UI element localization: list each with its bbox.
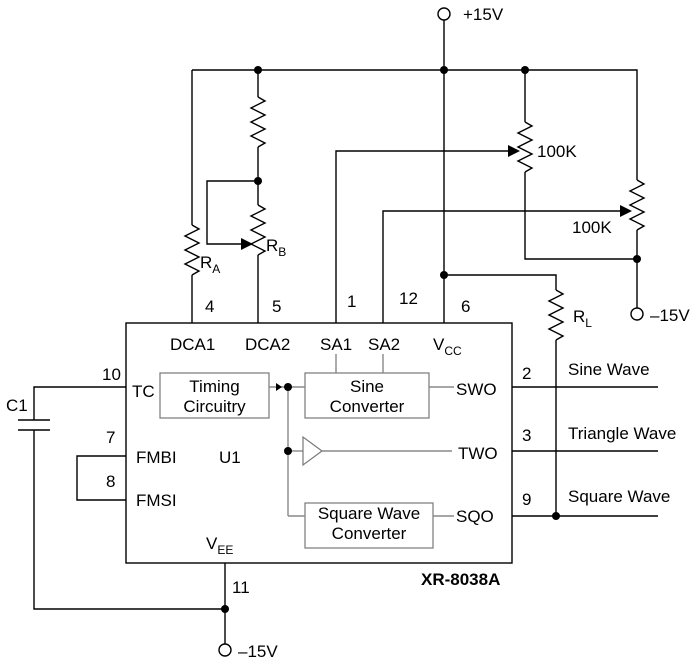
pin-dca2-name: DCA2 bbox=[245, 335, 290, 354]
pin-sa1-name: SA1 bbox=[320, 335, 352, 354]
negative-supply-terminal-bottom bbox=[218, 643, 232, 657]
pin-sa2-name: SA2 bbox=[368, 335, 400, 354]
triangle-wave-label: Triangle Wave bbox=[568, 424, 676, 443]
pin-sqo-name: SQO bbox=[456, 507, 494, 526]
capacitor-c1: C1 bbox=[6, 386, 225, 610]
pin-dca1-name: DCA1 bbox=[170, 335, 215, 354]
svg-text:Circuitry: Circuitry bbox=[183, 397, 246, 416]
timing-circuitry-block: Timing Circuitry bbox=[159, 372, 270, 419]
ra-label: RA bbox=[200, 253, 220, 276]
sine-wave-label: Sine Wave bbox=[568, 360, 650, 379]
pin-vcc-name: VCC bbox=[433, 335, 462, 358]
negative-supply-label-r: –15V bbox=[650, 306, 690, 325]
resistor-rb: RB bbox=[206, 70, 286, 323]
pin-tc-number: 10 bbox=[102, 365, 121, 384]
square-wave-converter-block: Square Wave Converter bbox=[304, 502, 434, 549]
internal-wiring bbox=[269, 354, 454, 517]
vee-supply: VEE 11 –15V bbox=[206, 534, 278, 661]
rb-label: RB bbox=[266, 236, 286, 259]
svg-text:Converter: Converter bbox=[332, 524, 407, 543]
buffer-amplifier bbox=[302, 435, 324, 467]
chip-designator: U1 bbox=[219, 448, 241, 467]
pin-fmsi-number: 8 bbox=[106, 472, 115, 491]
pin-sa2-number: 12 bbox=[399, 289, 418, 308]
pin-sa1-number: 1 bbox=[347, 292, 356, 311]
fm-jumper bbox=[76, 455, 126, 501]
negative-supply-label-bottom: –15V bbox=[238, 642, 278, 661]
pin-dca1-number: 4 bbox=[205, 297, 214, 316]
positive-supply: +15V bbox=[192, 5, 638, 327]
positive-supply-terminal bbox=[437, 7, 451, 21]
pin-fmsi-name: FMSI bbox=[136, 491, 177, 510]
pin-vee-number: 11 bbox=[232, 578, 250, 597]
sine-converter-block: Sine Converter bbox=[304, 372, 430, 419]
c1-label: C1 bbox=[6, 396, 28, 415]
chip-part-number: XR-8038A bbox=[421, 570, 500, 589]
pin-two-name: TWO bbox=[458, 444, 498, 463]
pin-fmbi-name: FMBI bbox=[136, 448, 177, 467]
pin-sqo-number: 9 bbox=[522, 490, 531, 509]
potentiometer-2: 100K –15V bbox=[382, 179, 690, 327]
pin-swo-name: SWO bbox=[456, 380, 497, 399]
svg-text:Converter: Converter bbox=[330, 397, 405, 416]
pin-dca2-number: 5 bbox=[272, 297, 281, 316]
pin-fmbi-number: 7 bbox=[106, 428, 115, 447]
pot2-label: 100K bbox=[572, 218, 612, 237]
pin-tc-name: TC bbox=[132, 382, 155, 401]
potentiometer-1: 100K bbox=[335, 70, 637, 327]
pin-swo-number: 2 bbox=[522, 364, 531, 383]
pin-vee-name: VEE bbox=[206, 534, 233, 557]
resistor-rl: RL bbox=[440, 271, 592, 520]
svg-text:Sine: Sine bbox=[350, 377, 384, 396]
svg-text:Square Wave: Square Wave bbox=[318, 504, 420, 523]
svg-text:Timing: Timing bbox=[189, 377, 239, 396]
pin-vcc-number: 6 bbox=[461, 297, 470, 316]
positive-supply-label: +15V bbox=[463, 5, 504, 24]
negative-supply-terminal-r bbox=[630, 307, 644, 321]
pin-two-number: 3 bbox=[522, 426, 531, 445]
resistor-ra: RA bbox=[183, 70, 220, 323]
pot1-label: 100K bbox=[537, 142, 577, 161]
square-wave-label: Square Wave bbox=[568, 487, 670, 506]
rl-label: RL bbox=[573, 307, 592, 330]
